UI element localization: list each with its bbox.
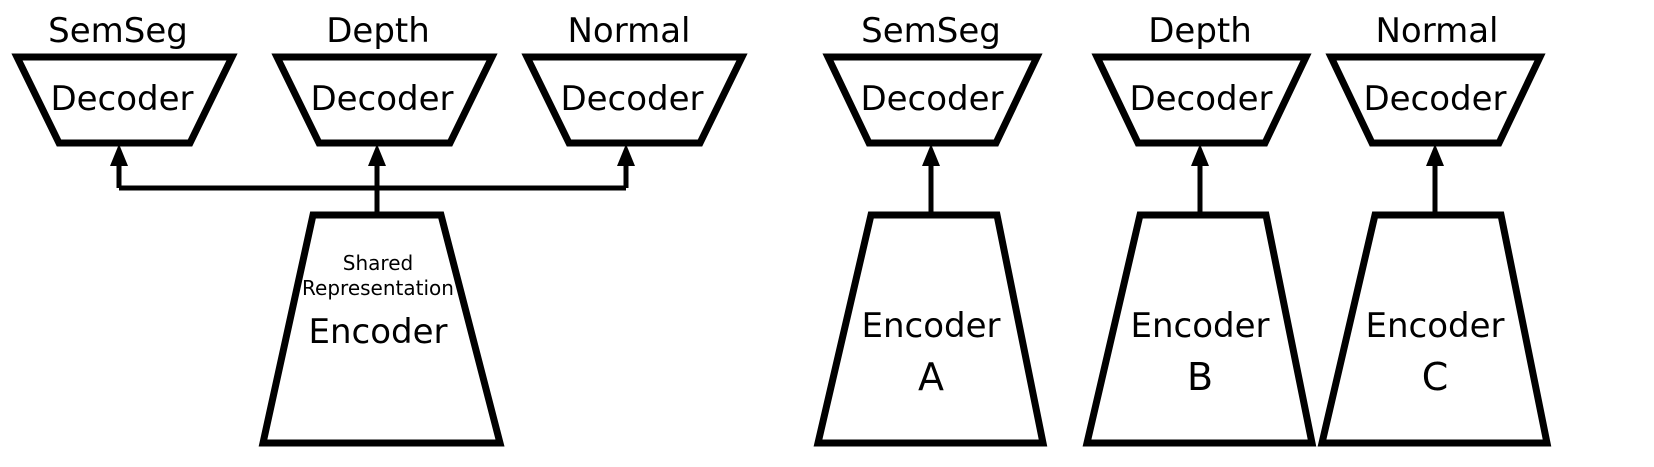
separate-encoders-panel: SemSeg Decoder Encoder A Depth Decoder (813, 11, 1552, 447)
decoder-semseg-block[interactable]: Decoder (11, 53, 238, 147)
arrowhead-b (1191, 144, 1209, 166)
task-title-normal: Normal (567, 11, 690, 51)
shared-encoder-sublabel-line1: Shared (343, 251, 413, 275)
decoder-semseg-label: Decoder (50, 79, 193, 119)
shared-encoder-shape[interactable] (258, 211, 505, 447)
task-title-depth-b: Depth (1148, 11, 1252, 51)
decoder-normal-block[interactable]: Decoder (521, 53, 748, 147)
decoder-normal-label: Decoder (560, 79, 703, 119)
shared-encoder-sublabel-line2: Representation (302, 276, 454, 300)
decoder-normal-shape[interactable] (521, 53, 748, 147)
task-title-semseg-b: SemSeg (861, 11, 1001, 51)
decoder-b-label: Decoder (1129, 79, 1272, 119)
encoder-c-shape[interactable] (1317, 211, 1552, 447)
pair-c-group: Normal Decoder Encoder C (1317, 11, 1552, 447)
encoder-c-letter: C (1422, 355, 1449, 399)
pair-a-group: SemSeg Decoder Encoder A (813, 11, 1048, 447)
encoder-a-letter: A (918, 355, 944, 399)
decoder-a-shape[interactable] (822, 53, 1043, 147)
encoder-c-label: Encoder (1365, 306, 1504, 346)
task-title-normal-b: Normal (1375, 11, 1498, 51)
arrowhead-depth (368, 144, 386, 166)
shared-encoder-connector-bus (110, 144, 635, 215)
decoder-depth-block[interactable]: Decoder (271, 53, 498, 147)
decoder-depth-label: Decoder (310, 79, 453, 119)
arrowhead-a (922, 144, 940, 166)
decoder-a-label: Decoder (860, 79, 1003, 119)
encoder-b-letter: B (1187, 355, 1213, 399)
encoder-a-block[interactable]: Encoder A (813, 211, 1048, 447)
decoder-b-block[interactable]: Decoder (1091, 53, 1312, 147)
arrowhead-normal (617, 144, 635, 166)
decoder-depth-shape[interactable] (271, 53, 498, 147)
arrowhead-semseg (110, 144, 128, 166)
decoder-c-shape[interactable] (1325, 53, 1546, 147)
shared-encoder-label: Encoder (308, 312, 447, 352)
encoder-b-label: Encoder (1130, 306, 1269, 346)
encoder-b-shape[interactable] (1082, 211, 1317, 447)
encoder-a-label: Encoder (861, 306, 1000, 346)
encoder-b-block[interactable]: Encoder B (1082, 211, 1317, 447)
decoder-semseg-shape[interactable] (11, 53, 238, 147)
decoder-a-block[interactable]: Decoder (822, 53, 1043, 147)
task-title-semseg: SemSeg (48, 11, 188, 51)
arrowhead-c (1426, 144, 1444, 166)
shared-encoder-panel: SemSeg Depth Normal Decoder Decoder Deco… (11, 11, 748, 447)
pair-b-group: Depth Decoder Encoder B (1082, 11, 1317, 447)
decoder-c-block[interactable]: Decoder (1325, 53, 1546, 147)
encoder-c-block[interactable]: Encoder C (1317, 211, 1552, 447)
decoder-b-shape[interactable] (1091, 53, 1312, 147)
encoder-a-shape[interactable] (813, 211, 1048, 447)
decoder-c-label: Decoder (1363, 79, 1506, 119)
task-title-depth: Depth (326, 11, 430, 51)
shared-encoder-block[interactable]: Shared Representation Encoder (258, 211, 505, 447)
